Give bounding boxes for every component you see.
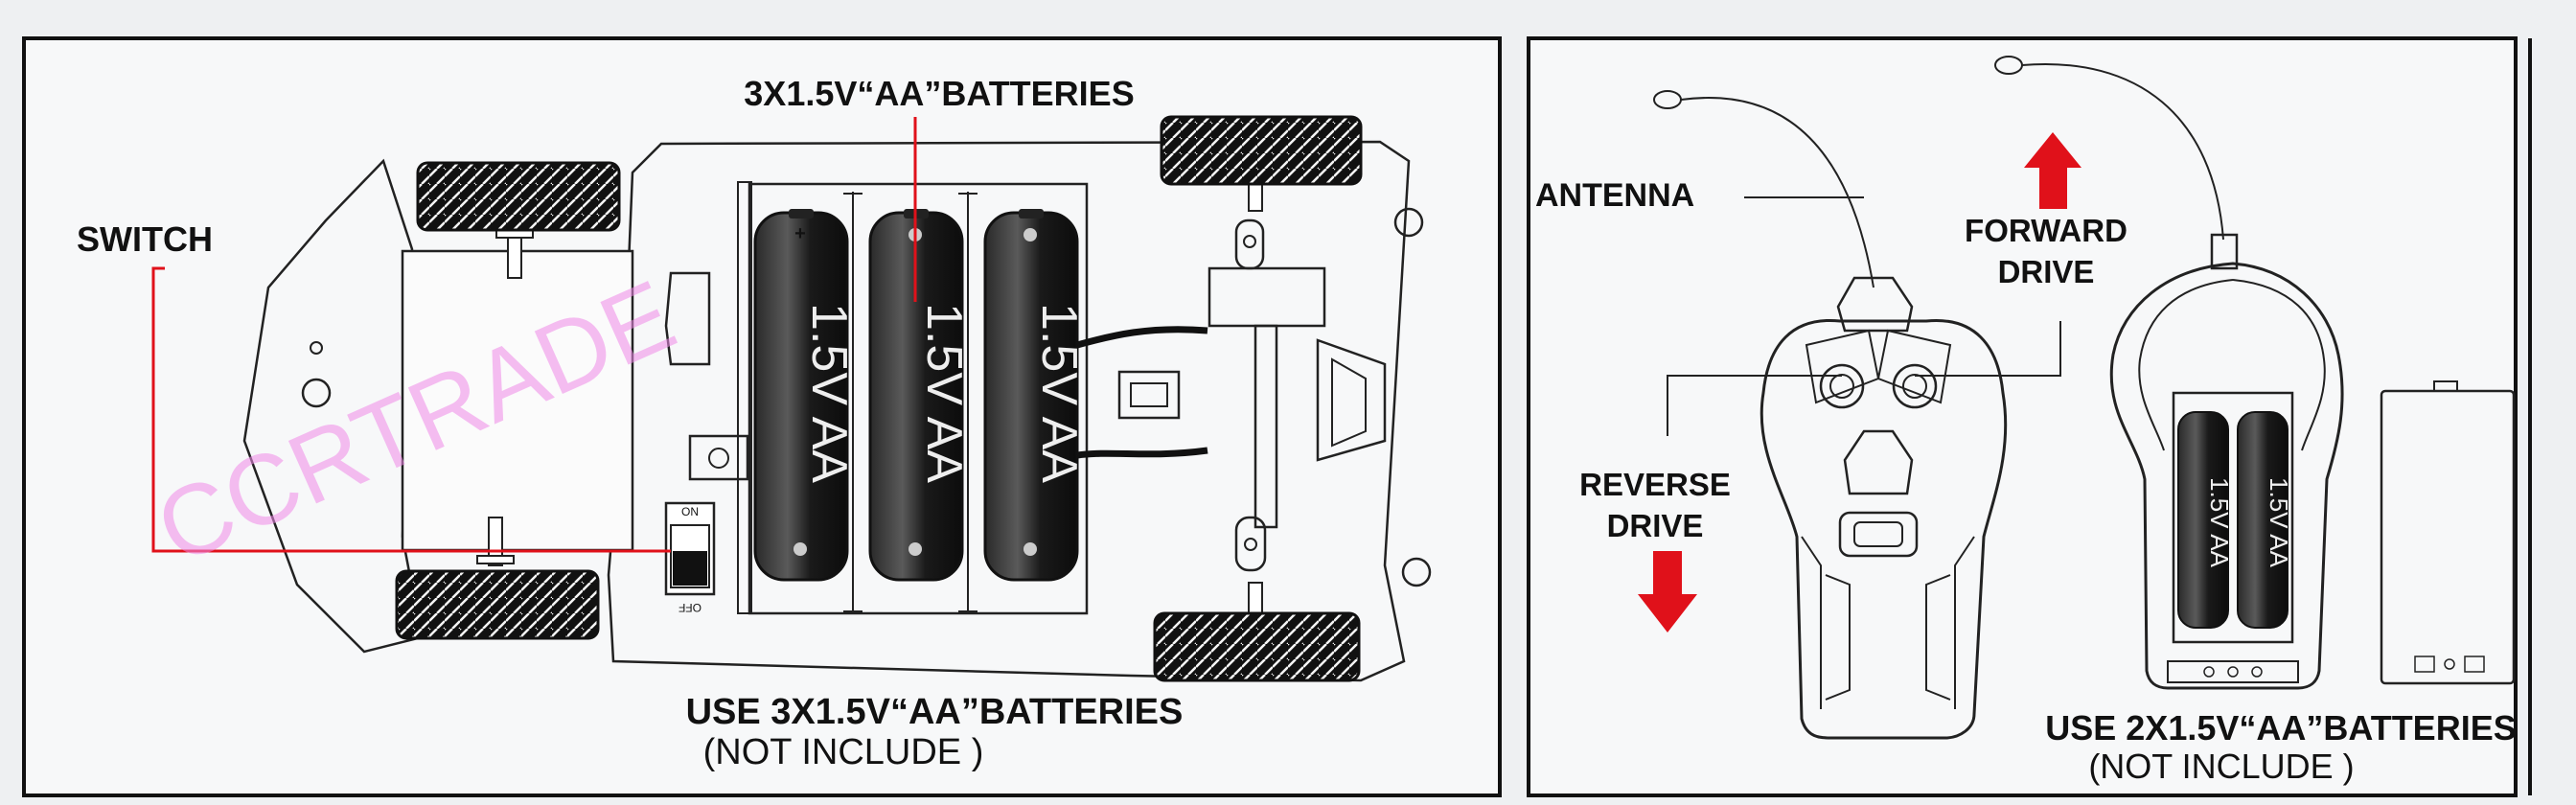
reverse-label-line1: REVERSE [1579,467,1731,502]
car-battery-2-label: 1.5V AA [916,303,972,483]
reverse-label-line2: DRIVE [1607,508,1704,543]
wheel-rear-right [395,569,600,640]
rear-battery-block [401,249,634,552]
car-battery-1-label: 1.5V AA [801,303,857,483]
wheel-front-left [1160,115,1363,186]
forward-label-line2: DRIVE [1998,254,2095,289]
remote-battery-1 [2177,411,2229,629]
forward-label-line1: FORWARD [1965,213,2128,248]
wheel-rear-left [416,161,621,232]
remote-battery-2-label: 1.5V AA [2265,477,2293,568]
car-battery-1: + 1.5V AA [753,209,857,582]
steering-mechanism [1076,218,1387,572]
switch-on-label: ON [681,505,699,518]
forward-arrow-icon [2024,132,2082,209]
switch-off-label: OFF [678,601,702,614]
svg-text:+: + [794,223,806,244]
remote-battery-2 [2237,411,2288,629]
battery-compartment [748,182,1089,615]
remote-back-view: 1.5V AA 1.5V AA [2109,233,2344,690]
remote-use-batteries-note: USE 2X1.5V“AA”BATTERIES [2045,708,2516,748]
remote-panel: 1.5V AA 1.5V AA ANTENNA FORWARD DRIVE RE… [1527,36,2532,797]
car-use-batteries-note: USE 3X1.5V“AA”BATTERIES [686,692,1184,732]
remote-not-include-note: (NOT INCLUDE ) [2088,747,2354,786]
car-battery-3: 1.5V AA [983,209,1087,582]
car-panel: + 1.5V AA 1.5V AA 1.5V AA [22,36,1502,797]
switch-pointer-line [151,266,671,553]
antenna-label: ANTENNA [1535,177,1694,214]
wheel-front-right [1153,611,1361,682]
switch-label: SWITCH [77,219,213,259]
remote-battery-1-label: 1.5V AA [2205,477,2234,568]
car-battery-2: 1.5V AA [868,209,972,582]
reverse-arrow-icon [1638,551,1697,632]
remote-front-view [1760,276,2008,740]
car-chassis-outline [242,158,424,654]
car-batteries-title: 3X1.5V“AA”BATTERIES [744,74,1134,113]
battery-cover [2380,380,2516,685]
car-not-include-note: (NOT INCLUDE ) [703,732,984,772]
power-switch: ON OFF [664,501,716,614]
